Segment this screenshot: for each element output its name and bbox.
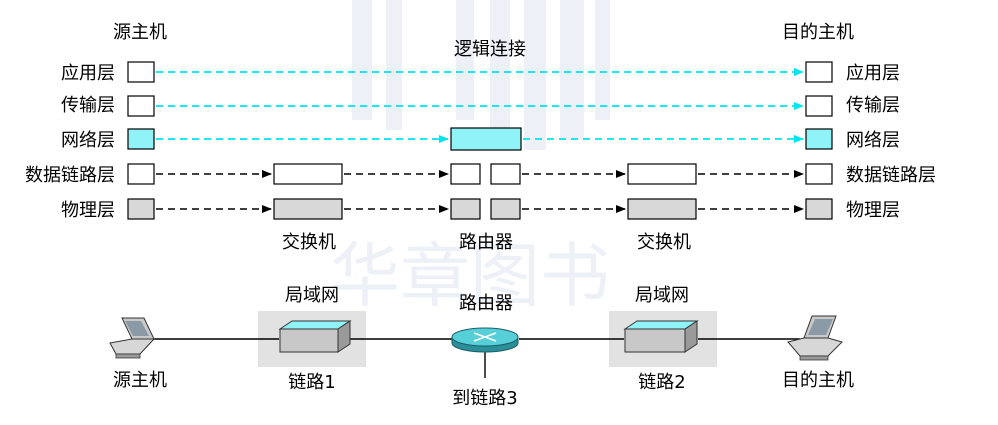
left-layer-transport: 传输层 <box>61 95 115 116</box>
link2-label: 链路2 <box>638 372 685 393</box>
router-label-bottom: 路由器 <box>459 293 513 314</box>
router-datalink-box-b <box>490 163 521 185</box>
left-switch-icon <box>278 320 352 353</box>
src-physical-box <box>127 198 155 220</box>
src-network-box <box>127 128 155 150</box>
left-layer-application: 应用层 <box>61 63 115 84</box>
left-switch-datalink-box <box>273 163 343 185</box>
src-transport-box <box>127 95 155 117</box>
link-arrows <box>156 170 804 213</box>
logical-connection-arrows <box>156 68 804 143</box>
right-switch-datalink-box <box>627 163 697 185</box>
router-stack <box>450 127 522 220</box>
right-layer-network: 网络层 <box>846 130 900 151</box>
right-layer-application: 应用层 <box>846 63 900 84</box>
lan-right-label: 局域网 <box>635 285 689 306</box>
dest-host-stack <box>805 61 833 220</box>
right-switch-physical-box <box>627 198 697 220</box>
source-laptop-icon <box>109 317 156 359</box>
right-switch-icon <box>623 320 699 353</box>
router-physical-box-a <box>450 198 481 220</box>
link3-label: 到链路3 <box>452 388 517 409</box>
router-physical-box-b <box>490 198 521 220</box>
left-switch-stack <box>273 163 343 220</box>
source-host-stack <box>127 61 155 220</box>
router-datalink-box-a <box>450 163 481 185</box>
left-layer-network: 网络层 <box>61 130 115 151</box>
dest-host-label: 目的主机 <box>782 22 854 43</box>
src-app-box <box>127 61 155 83</box>
dst-datalink-box <box>805 163 833 185</box>
dest-host-bottom-label: 目的主机 <box>782 370 854 391</box>
dst-transport-box <box>805 95 833 117</box>
watermark: 华章图书 <box>330 0 610 317</box>
src-datalink-box <box>127 163 155 185</box>
right-layer-transport: 传输层 <box>846 95 900 116</box>
logical-connection-label: 逻辑连接 <box>454 39 526 60</box>
watermark-text: 华章图书 <box>330 235 610 317</box>
dest-laptop-icon <box>787 315 843 361</box>
right-switch-stack <box>627 163 697 220</box>
dst-network-box <box>805 128 833 150</box>
router-icon <box>451 327 519 353</box>
left-switch-label: 交换机 <box>282 232 336 253</box>
dst-app-box <box>805 61 833 83</box>
right-layer-physical: 物理层 <box>846 200 900 221</box>
left-switch-physical-box <box>273 198 343 220</box>
right-switch-label: 交换机 <box>637 232 691 253</box>
left-layer-datalink: 数据链路层 <box>25 165 115 186</box>
physical-links <box>150 338 800 378</box>
left-layer-physical: 物理层 <box>61 200 115 221</box>
dst-physical-box <box>805 198 833 220</box>
router-label-top: 路由器 <box>459 232 513 253</box>
source-host-bottom-label: 源主机 <box>113 370 167 391</box>
right-layer-datalink: 数据链路层 <box>846 165 936 186</box>
lan-left-label: 局域网 <box>285 285 339 306</box>
link1-label: 链路1 <box>288 372 335 393</box>
router-network-box <box>450 127 522 151</box>
source-host-label: 源主机 <box>113 22 167 43</box>
